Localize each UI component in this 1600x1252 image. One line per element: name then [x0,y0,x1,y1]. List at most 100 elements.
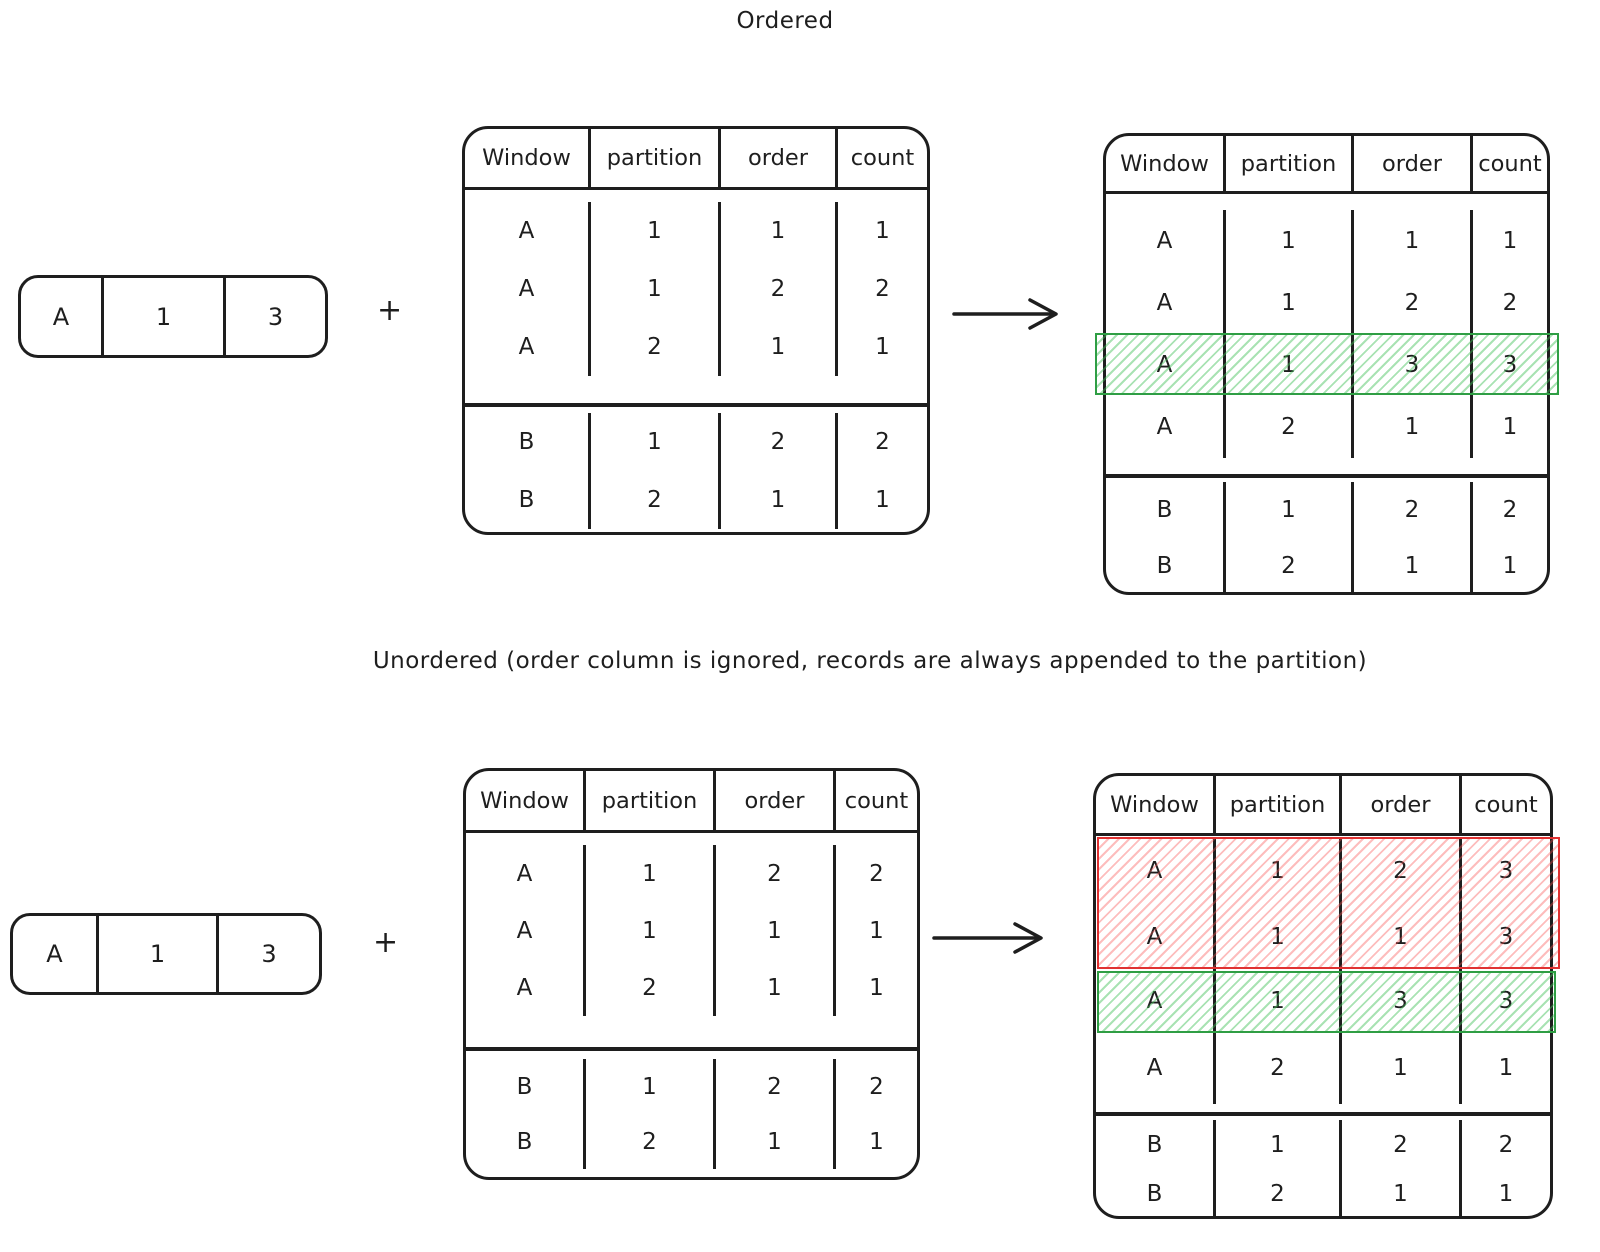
table-cell: 1 [1351,396,1470,458]
table-cell: 2 [1213,1169,1339,1216]
table-header-cell: count [1459,776,1550,833]
table-cell: 1 [1339,904,1459,970]
table-cell: B [1156,553,1173,579]
table-cell: 2 [1339,1120,1459,1169]
table-cell: 1 [1213,838,1339,904]
ordered-input-row: A 1 3 [18,275,328,358]
table-cell: 3 [1339,970,1459,1032]
table-header-cell: partition [1213,776,1339,833]
plus-sign: + [377,293,403,328]
table-cell: 1 [835,471,927,529]
table-cell: 2 [833,845,917,902]
table-cell: A [516,974,533,1001]
table-header-cell: count [835,129,927,187]
input-cell: 3 [216,916,319,992]
table-cell: 2 [718,260,835,318]
input-cell: A [52,302,70,331]
table-cell: A [1146,1055,1163,1081]
table-cell: 1 [1213,970,1339,1032]
table-cell: 2 [833,1059,917,1114]
table-header-cell: count [1470,136,1547,191]
table-cell: 3 [1459,904,1550,970]
table-header-cell: partition [588,129,718,187]
table-cell: 1 [833,959,917,1016]
table-cell: 2 [1223,538,1351,592]
table-cell: 1 [1470,210,1547,272]
table-cell: A [1156,290,1173,316]
table-cell: B [518,429,535,455]
table-cell: A [1156,228,1173,254]
table-cell: A [1156,352,1173,378]
table-cell: 1 [588,202,718,260]
table-header-cell: order [1351,136,1470,191]
table-header-cell: count [833,771,917,830]
table-cell: 2 [835,413,927,471]
table-cell: 1 [718,202,835,260]
table-cell: 2 [1351,482,1470,538]
table-header-row: Window partition order count [1096,776,1550,836]
table-cell: A [518,276,535,302]
table-cell: 2 [583,959,713,1016]
table-cell: 2 [1459,1120,1550,1169]
table-cell: B [1146,1180,1163,1207]
table-header-row: Window partition order count [1106,136,1547,194]
table-cell: 2 [1351,272,1470,334]
table-cell: 1 [713,1114,833,1169]
table-cell: 1 [1223,482,1351,538]
table-cell: A [1146,924,1163,950]
table-cell: A [518,218,535,244]
table-cell: B [1156,497,1173,523]
input-cell: A [46,940,63,968]
table-cell: 1 [583,902,713,959]
table-header-cell: order [1339,776,1459,833]
table-cell: 2 [1339,838,1459,904]
table-cell: 3 [1470,334,1547,396]
table-cell: 1 [1459,1032,1550,1104]
table-header-cell: Window [482,145,571,171]
table-cell: 1 [713,959,833,1016]
input-cell: 1 [101,278,223,355]
table-cell: 1 [833,1114,917,1169]
table-cell: 1 [588,260,718,318]
table-cell: 1 [718,471,835,529]
table-cell: 1 [1213,904,1339,970]
table-cell: 2 [718,413,835,471]
plus-sign: + [373,925,399,960]
table-cell: 1 [835,318,927,376]
table-cell: 1 [583,845,713,902]
table-cell: 1 [588,413,718,471]
table-cell: 1 [1339,1169,1459,1216]
table-cell: 3 [1459,970,1550,1032]
table-cell: 1 [1213,1120,1339,1169]
table-cell: A [1146,858,1163,884]
table-cell: 2 [713,845,833,902]
table-cell: 1 [1351,538,1470,592]
table-header-cell: order [713,771,833,830]
unordered-input-row: A 1 3 [10,913,322,995]
table-header-cell: partition [1223,136,1351,191]
